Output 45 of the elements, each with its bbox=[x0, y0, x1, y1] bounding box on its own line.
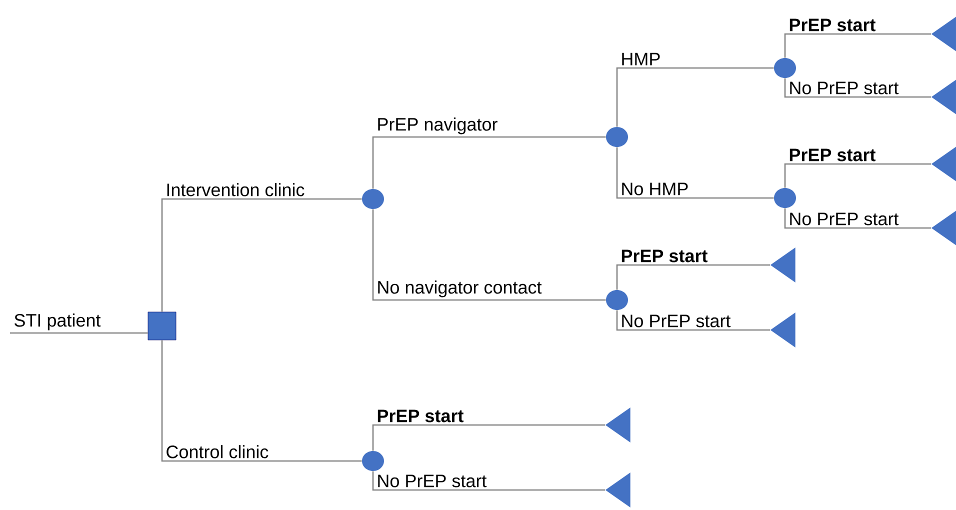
branch-line bbox=[372, 209, 606, 301]
terminal-triangle bbox=[931, 146, 956, 182]
branch-line bbox=[784, 163, 931, 188]
branch-line bbox=[784, 208, 931, 229]
terminal-triangle bbox=[931, 16, 956, 52]
branch-line bbox=[784, 78, 931, 98]
branch-label: PrEP navigator bbox=[378, 118, 498, 134]
chance-circle bbox=[774, 188, 796, 208]
branch-line bbox=[161, 340, 362, 462]
branch-line bbox=[372, 424, 605, 451]
chance-circle bbox=[774, 58, 796, 78]
terminal-triangle bbox=[931, 80, 956, 114]
terminal-triangle bbox=[770, 312, 796, 348]
branch-label: STI patient bbox=[14, 314, 101, 330]
branch-label: HMP bbox=[622, 52, 660, 66]
terminal-triangle bbox=[770, 248, 796, 282]
chance-circle bbox=[362, 451, 384, 471]
branch-line bbox=[616, 310, 770, 331]
branch-label: No PrEP start bbox=[790, 212, 899, 226]
branch-line bbox=[372, 471, 605, 491]
terminal-triangle bbox=[931, 210, 956, 246]
decision-square bbox=[148, 312, 176, 340]
branch-label: No PrEP start bbox=[622, 314, 731, 328]
branch-line bbox=[372, 136, 606, 189]
chance-circle bbox=[362, 189, 384, 209]
branch-label: No PrEP start bbox=[378, 474, 487, 488]
branch-label: No PrEP start bbox=[790, 82, 899, 94]
branch-label: PrEP start bbox=[622, 250, 708, 262]
branch-line bbox=[616, 147, 774, 199]
branch-label: No HMP bbox=[622, 182, 688, 196]
branch-label: Intervention clinic bbox=[167, 183, 304, 196]
branch-line bbox=[161, 198, 362, 312]
chance-circle bbox=[606, 290, 628, 310]
branch-line bbox=[616, 67, 774, 127]
branch-label: No navigator contact bbox=[378, 280, 542, 298]
branch-label: PrEP start bbox=[378, 410, 464, 422]
branch-line bbox=[10, 332, 148, 334]
branch-label: PrEP start bbox=[790, 18, 876, 32]
terminal-triangle bbox=[605, 407, 630, 442]
terminal-triangle bbox=[605, 472, 630, 508]
branch-line bbox=[616, 264, 770, 290]
branch-label: PrEP start bbox=[790, 148, 876, 162]
branch-line bbox=[784, 33, 931, 58]
branch-label: Control clinic bbox=[166, 445, 268, 458]
chance-circle bbox=[606, 127, 628, 147]
